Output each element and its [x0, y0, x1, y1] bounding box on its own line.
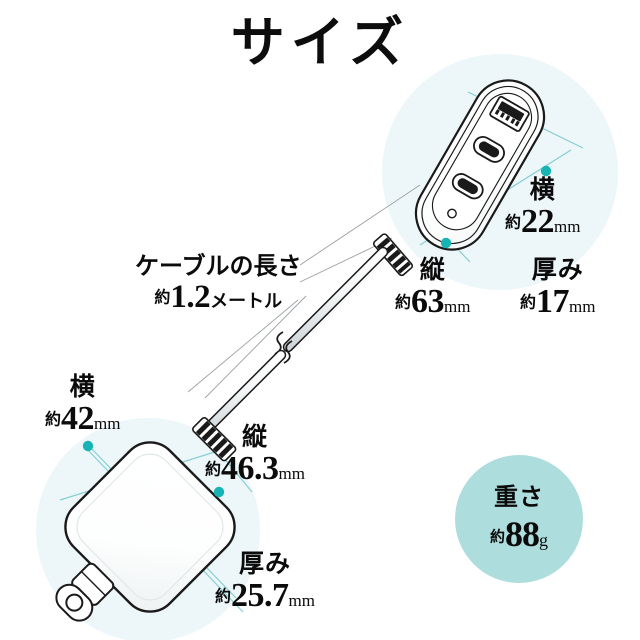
usb-c-port-middle — [473, 136, 505, 163]
cable-length-unit: メートル — [210, 291, 283, 311]
hub-thickness-number: 17 — [536, 283, 570, 320]
adapter-thickness-value: 約25.7mm — [215, 579, 315, 613]
measurement-hub-thickness: 厚み 約17mm — [520, 258, 595, 319]
dimension-dot-markers — [82, 165, 552, 498]
cable-length-number: 1.2 — [170, 279, 211, 315]
hub-width-unit: mm — [554, 217, 581, 236]
dot-hub-length — [440, 237, 452, 249]
weight-approx: 約 — [489, 529, 505, 546]
measurement-hub-length: 縦 約63mm — [395, 258, 470, 319]
hub-width-approx: 約 — [505, 214, 522, 232]
adapter-width-number: 42 — [61, 400, 95, 437]
dot-hub-width — [540, 165, 552, 177]
adapter-length-label: 縦 — [241, 424, 268, 451]
power-cable-illustration — [197, 246, 389, 439]
usb-hub-illustration — [414, 79, 546, 251]
adapter-thickness-approx: 約 — [215, 588, 232, 606]
led-indicator-dot — [447, 208, 457, 219]
measurement-adapter-length: 縦 約46.3mm — [205, 425, 305, 486]
adapter-strain-relief — [192, 417, 237, 462]
adapter-width-approx: 約 — [45, 411, 62, 429]
hub-width-value: 約22mm — [505, 205, 580, 239]
hub-length-unit: mm — [444, 297, 471, 316]
adapter-length-unit: mm — [278, 464, 305, 483]
weight-label: 重さ — [494, 485, 544, 511]
adapter-width-value: 約42mm — [45, 402, 120, 436]
measurement-adapter-thickness: 厚み 約25.7mm — [215, 552, 315, 613]
adapter-width-unit: mm — [94, 414, 121, 433]
plug-prongs — [55, 562, 115, 622]
cable-length-label: ケーブルの長さ — [135, 254, 302, 280]
usb-c-port-lower — [451, 173, 484, 200]
dot-adapter-length — [213, 486, 225, 498]
measurement-hub-width: 横 約22mm — [505, 178, 580, 239]
adapter-length-approx: 約 — [205, 461, 222, 479]
ac-adapter-illustration — [55, 441, 236, 622]
adapter-length-number: 46.3 — [221, 450, 279, 487]
hub-thickness-label: 厚み — [531, 257, 584, 284]
hub-length-label: 縦 — [419, 257, 446, 284]
cable-length-approx: 約 — [154, 289, 171, 307]
weight-badge: 重さ 約88g — [455, 455, 583, 583]
adapter-width-label: 横 — [69, 374, 96, 401]
hub-thickness-unit: mm — [569, 297, 596, 316]
hub-length-number: 63 — [411, 283, 445, 320]
hub-thickness-approx: 約 — [520, 294, 537, 312]
adapter-thickness-label: 厚み — [238, 551, 291, 578]
measurement-adapter-width: 横 約42mm — [45, 375, 120, 436]
usb-a-port — [489, 95, 530, 132]
adapter-thickness-unit: mm — [288, 591, 315, 610]
adapter-thickness-number: 25.7 — [231, 577, 289, 614]
hub-strain-relief — [372, 233, 414, 277]
dot-adapter-width — [82, 440, 94, 452]
hub-width-label: 横 — [529, 177, 556, 204]
cable-length-value: 約1.2メートル — [135, 281, 302, 314]
hub-width-number: 22 — [521, 203, 555, 240]
hub-thickness-value: 約17mm — [520, 285, 595, 319]
weight-value: 約88g — [490, 516, 548, 552]
hub-length-approx: 約 — [395, 294, 412, 312]
weight-number: 88 — [505, 514, 540, 554]
measurement-cable-length: ケーブルの長さ 約1.2メートル — [135, 255, 302, 314]
page-title: サイズ — [230, 13, 410, 73]
hub-length-value: 約63mm — [395, 285, 470, 319]
adapter-length-value: 約46.3mm — [205, 452, 305, 486]
weight-unit: g — [539, 530, 548, 550]
